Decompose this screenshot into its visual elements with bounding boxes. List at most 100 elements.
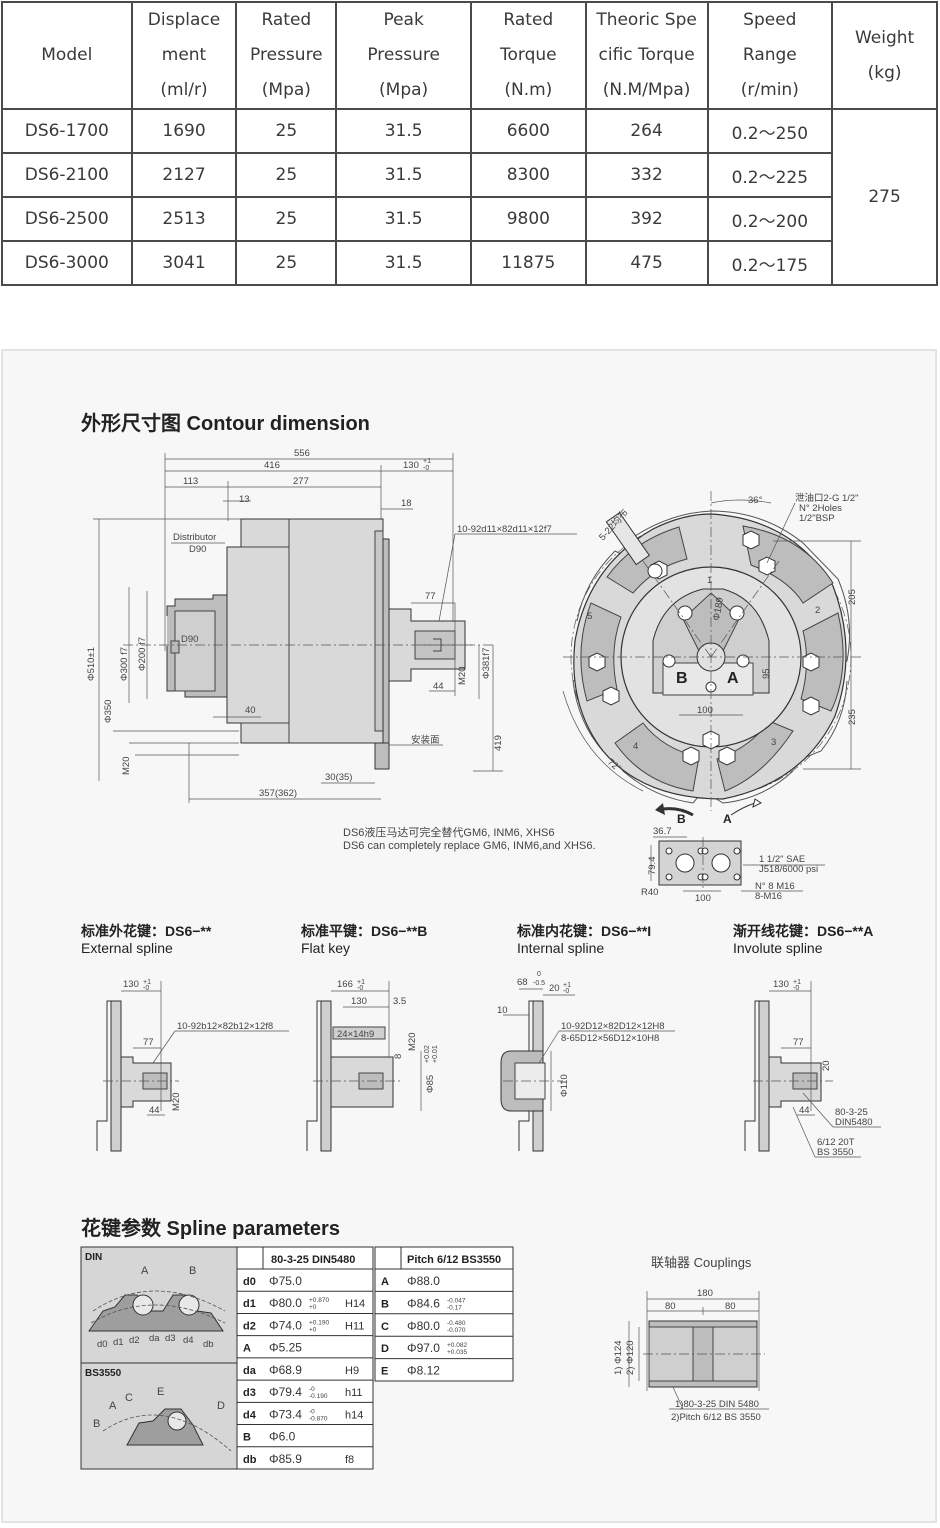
shaft-1-spec: 10-92b12×82b12×12f8 [177,1021,273,1032]
shaft-4-bs2: BS 3550 [817,1147,853,1158]
din-table-row-value: Φ80.0 [269,1296,302,1310]
label-spline: 10-92d11×82d11×12f7 [457,524,552,535]
table-row: DS6-1700 1690 25 31.5 6600 264 0.2～250 2… [1,108,938,286]
shaft-4-din2: DIN5480 [835,1117,873,1128]
din-table-row-tol-lower: +0 [309,1304,317,1311]
shaft-4-dim-top: 130 [773,979,789,990]
shaft-4-bs1: 6/12 20T [817,1137,855,1148]
din-fig-db: db [203,1339,214,1350]
din-table-row-value: Φ6.0 [269,1430,296,1444]
shaft-external-spline: 标准外花键：DS6−** External spline 130 +1 -0 7… [80,923,289,1152]
header-weight: Weight(kg) [831,1,938,110]
dim-416: 416 [264,460,280,471]
dim-79-4: 79.4 [647,857,658,876]
dim-100-port: 100 [695,893,711,904]
bs-fig-a: A [109,1400,117,1412]
table-row: DS6-2500 2513 25 31.5 9800 392 0.2～200 [1,196,937,242]
bs-table-row-key: A [381,1276,389,1288]
cell-rated-pressure: 25 [235,108,338,154]
shaft-1-dim-top: 130 [123,979,139,990]
cell-speed-range: 0.2～200 [706,196,834,242]
dim-m20b: M20 [457,667,468,685]
pocket-3: 3 [771,737,776,748]
cell-rated-pressure: 25 [235,196,338,242]
dim-36-7: 36.7 [653,826,672,837]
din-fig-da: da [149,1333,160,1344]
cell-peak-pressure: 31.5 [335,196,472,242]
coupling-dim-80a: 80 [665,1301,676,1312]
shaft-2-dim-35: 3.5 [393,996,406,1007]
din-table-row-fit: H9 [345,1365,359,1377]
couplings: 联轴器 Couplings 180 80 80 1) Φ124 2) Φ120 … [613,1255,769,1423]
bs-fig-e: E [157,1386,164,1398]
shaft-3-title-en: Internal spline [517,940,604,956]
cell-model: DS6-2100 [1,152,133,198]
din-table-row-fit: H14 [345,1298,365,1310]
note-en: DS6 can completely replace GM6, INM6,and… [343,840,596,852]
dim-18: 18 [401,498,412,509]
shaft-internal-spline: 标准内花键：DS6−**I Internal spline 68 0 -0.5 … [497,923,675,1152]
din-table-row-tol-upper: +0.190 [309,1319,329,1326]
coupling-dim-180: 180 [697,1288,713,1299]
coupling-note2: 2)Pitch 6/12 BS 3550 [671,1412,761,1423]
coupling-phi124: 1) Φ124 [613,1340,624,1375]
coupling-dim-80b: 80 [725,1301,736,1312]
front-port-b: B [676,670,688,687]
shaft-3-dim-20: 20 [549,983,560,994]
tol-plus: +1 [423,458,431,465]
din-table-row-tol-lower: -0.190 [309,1393,328,1400]
bs-table-row-value: Φ88.0 [407,1274,440,1288]
din-table-row-fit: h11 [345,1387,363,1399]
shaft-4-tol-minus: -0 [793,985,799,992]
din-table-row-value: Φ85.9 [269,1452,302,1466]
dim-44: 44 [433,681,444,692]
label-mounting-face: 安装面 [411,734,440,746]
din-table-row-fit: f8 [345,1454,354,1466]
shaft-2-tol: +0.02 [424,1045,431,1063]
din-table-row-key: A [243,1343,251,1355]
contour-title: 外形尺寸图 Contour dimension [81,411,370,435]
din-table-row-value: Φ75.0 [269,1274,302,1288]
din-table-row-tol-upper: -0 [309,1408,315,1415]
bs-table-header: Pitch 6/12 BS3550 [407,1254,501,1266]
cell-speed-range: 0.2～225 [706,152,834,198]
din-table-row-value: Φ5.25 [269,1341,302,1355]
bs-table-row-value: Φ97.0 [407,1341,440,1355]
shaft-2-dim-phi85: Φ85 [425,1075,436,1093]
dim-13a: 13 [239,494,250,505]
din-fig-d4: d4 [183,1335,194,1346]
bs-table-row-tol-upper: +0.082 [447,1342,467,1349]
shaft-flat-key: 标准平键：DS6−**B Flat key 24×14h9 166 +1 -0 … [300,923,439,1152]
din-fig-d1: d1 [113,1337,124,1348]
label-j518: J518/6000 psi [759,864,818,875]
dim-phi381: Φ381f7 [481,648,492,679]
cell-displacement: 2127 [130,152,238,198]
din-table-row-tol-upper: -0 [309,1386,315,1393]
pocket-1: 1 [707,575,712,586]
shaft-3-title-cn: 标准内花键：DS6−**I [516,923,651,939]
couplings-title: 联轴器 Couplings [651,1255,752,1270]
din-table-row-value: Φ74.0 [269,1318,302,1332]
shaft-3-dim-10: 10 [497,1005,508,1016]
arrow-b: B [677,812,686,826]
dim-phi510: Φ510±1 [86,647,97,681]
label-r40: R40 [641,887,658,898]
shaft-1-dim-77: 77 [143,1037,154,1048]
din-table-row-key: d3 [243,1387,256,1399]
shaft-2-dim-top: 166 [337,979,353,990]
cell-model: DS6-1700 [1,108,133,154]
shaft-1-tol-plus: +1 [143,979,151,986]
shaft-4-din1: 80-3-25 [835,1107,868,1118]
bs-fig-b: B [93,1418,100,1430]
bs-table-row-key: C [381,1321,389,1333]
label-sae: 1 1/2" SAE [759,854,805,865]
pocket-4: 4 [633,741,638,752]
table-row: DS6-3000 3041 25 31.5 11875 475 0.2～175 [1,240,937,286]
cell-peak-pressure: 31.5 [335,240,472,286]
shaft-2-tol-plus: +1 [357,979,365,986]
shaft-3-dim-phi110: Φ110 [559,1074,570,1097]
din-table-row-key: d0 [243,1276,256,1288]
